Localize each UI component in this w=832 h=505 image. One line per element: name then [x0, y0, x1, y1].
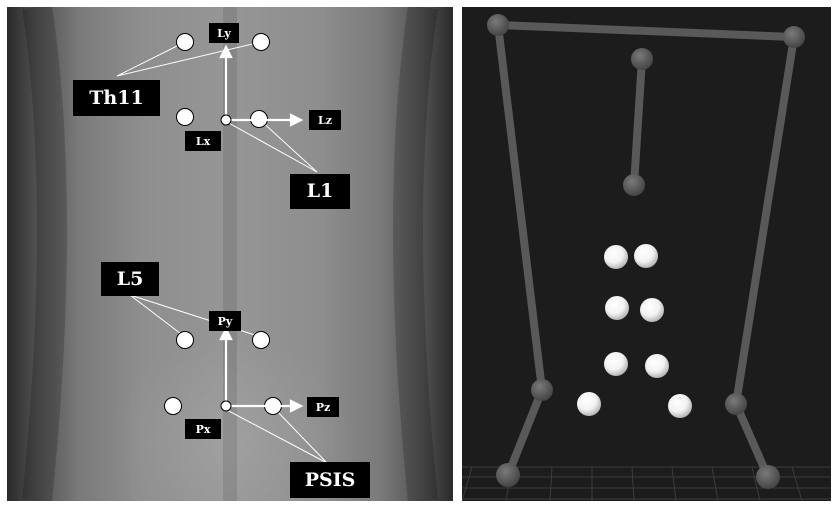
pelvis-origin	[221, 401, 231, 411]
lz-arrowhead	[291, 115, 301, 125]
label-ly: Ly	[209, 23, 239, 43]
right-arm-shadow	[408, 7, 423, 501]
label-py: Py	[209, 311, 241, 331]
psis-marker-left	[165, 398, 182, 415]
psis-leader-center	[225, 409, 327, 463]
label-px: Px	[185, 419, 221, 439]
l5-leader-right	[130, 295, 261, 337]
label-lz: Lz	[309, 110, 341, 130]
l5-marker-left	[177, 332, 194, 349]
l1-marker-left	[177, 109, 194, 126]
label-l5: L5	[101, 262, 159, 296]
l5-marker-right	[253, 332, 270, 349]
marker-scene	[462, 7, 831, 501]
label-psis: PSIS	[290, 462, 370, 498]
marker-scene-panel	[462, 7, 831, 501]
marker-psis-right	[668, 394, 692, 418]
label-pz: Pz	[307, 397, 339, 417]
label-th11: Th11	[73, 80, 160, 116]
marker-th11-right	[634, 244, 658, 268]
marker-l5-left	[604, 352, 628, 376]
l5-leader-left	[130, 295, 185, 337]
pz-arrowhead	[291, 401, 301, 411]
th11-marker-left	[177, 34, 194, 51]
th11-leader-left	[117, 42, 185, 76]
reflective-markers	[577, 244, 692, 418]
marker-l1-right	[640, 298, 664, 322]
label-lx: Lx	[185, 131, 221, 151]
marker-psis-left	[577, 392, 601, 416]
left-arm-shadow	[37, 7, 52, 501]
label-l1: L1	[290, 174, 350, 209]
marker-l5-right	[645, 354, 669, 378]
marker-l1-left	[605, 296, 629, 320]
marker-th11-left	[604, 245, 628, 269]
l1-leader-center	[227, 122, 317, 172]
back-image-panel: Th11 L1 L5 PSIS Ly Lz Lx Py Pz Px	[7, 7, 453, 501]
lumbar-origin	[221, 115, 231, 125]
th11-marker-right	[253, 34, 270, 51]
